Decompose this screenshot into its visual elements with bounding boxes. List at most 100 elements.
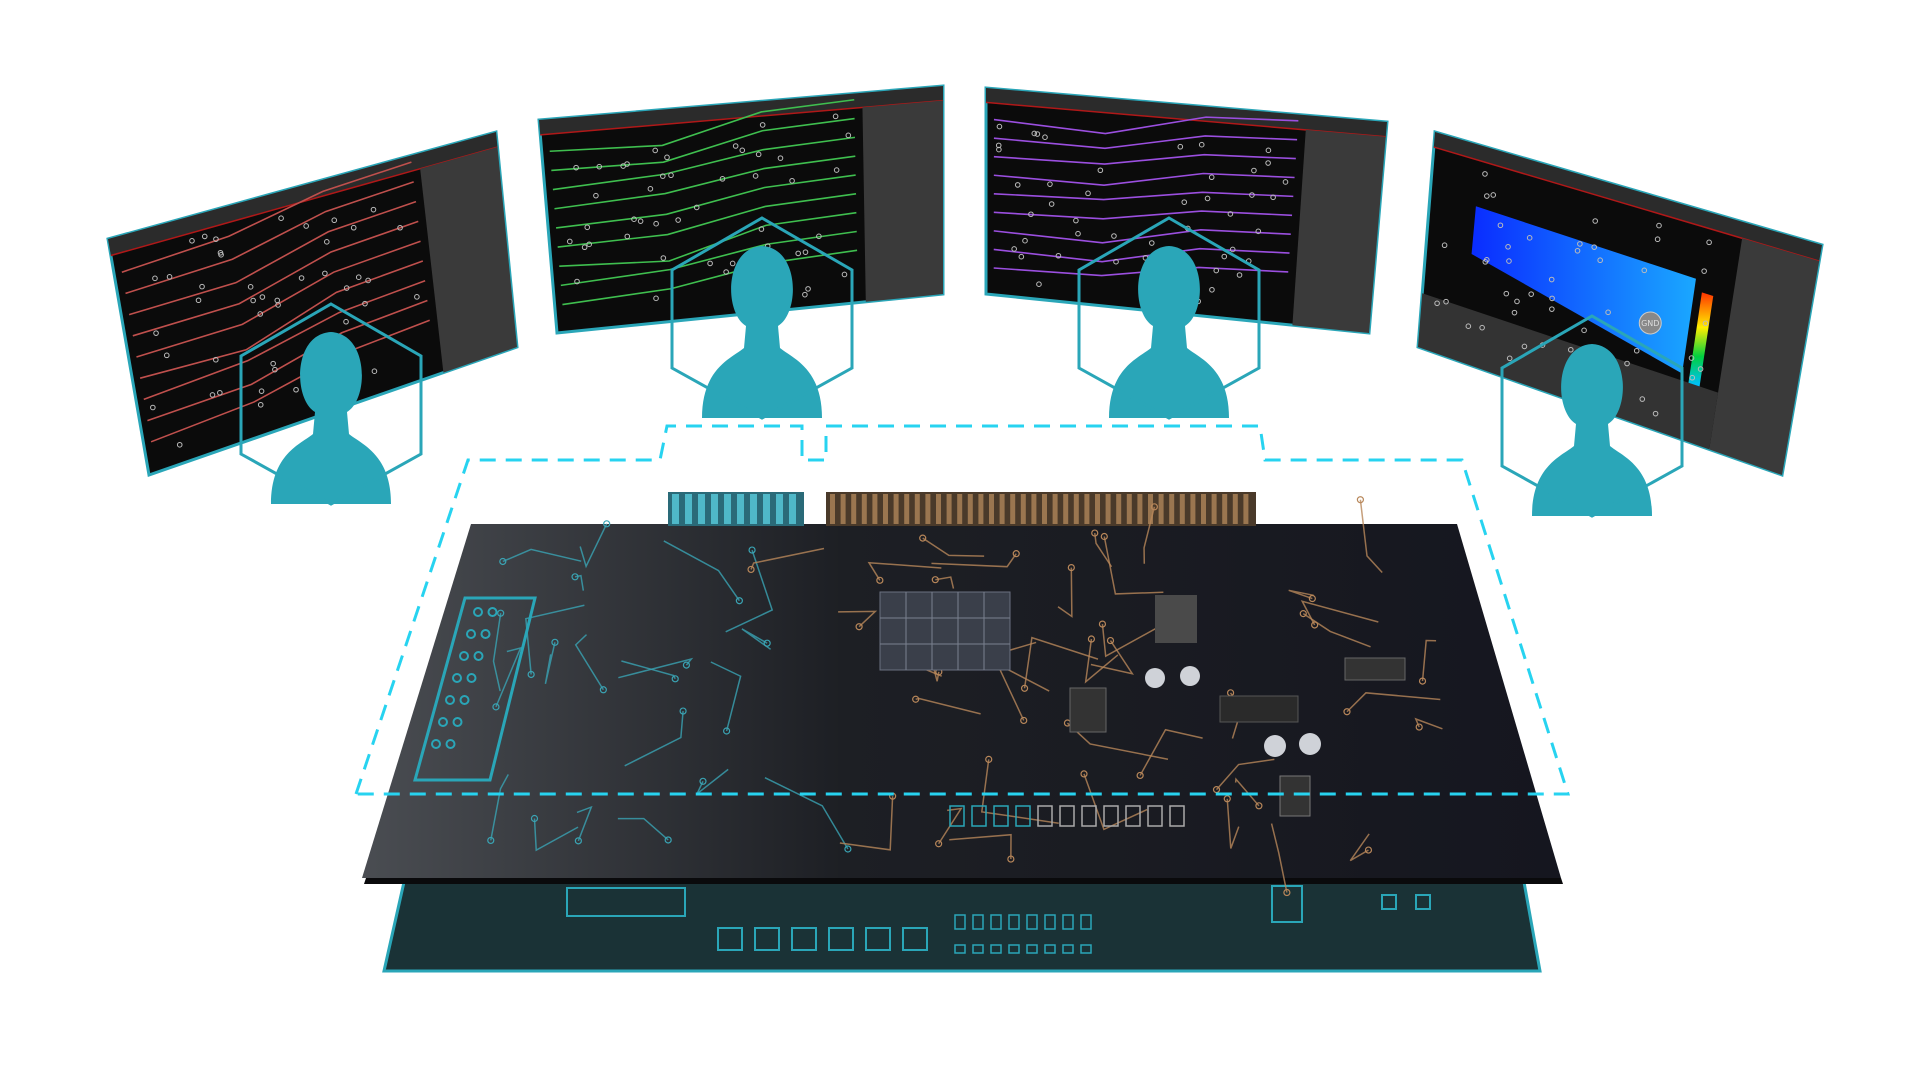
smd-pad	[949, 805, 965, 827]
screen-pad	[996, 123, 1003, 130]
connector-pin	[1222, 494, 1228, 524]
screen-pad	[795, 250, 801, 257]
screen-pad	[653, 220, 659, 227]
connector-pin	[851, 494, 857, 524]
screen-pad	[1236, 272, 1243, 278]
via	[748, 546, 756, 554]
via	[1020, 716, 1028, 725]
screen-trace	[993, 135, 1298, 150]
screen-trace	[552, 136, 856, 191]
pcb-bottom-layer	[382, 880, 1542, 973]
via	[723, 727, 731, 735]
screen-pad	[365, 277, 371, 284]
screen-pad	[631, 216, 637, 222]
board-trace	[1215, 758, 1275, 791]
board-trace	[576, 805, 593, 842]
screen-pad	[1177, 143, 1184, 150]
board-trace	[490, 774, 509, 841]
via	[664, 836, 672, 844]
via	[699, 777, 707, 785]
connector-pin	[1201, 494, 1206, 524]
via	[497, 609, 505, 617]
screen-pad	[841, 271, 848, 278]
via	[1308, 594, 1316, 603]
connector-pin	[936, 494, 941, 524]
screen-pad	[1113, 258, 1119, 265]
board-trace	[1101, 624, 1159, 658]
screen-pad	[566, 238, 573, 245]
header-pin	[473, 607, 483, 617]
screen-pad	[777, 155, 784, 161]
screen-pad	[324, 239, 330, 245]
screen-pad	[624, 161, 630, 167]
screen-trace	[125, 181, 414, 295]
via	[912, 695, 920, 703]
smd-pad	[1125, 805, 1141, 827]
board-trace	[980, 759, 1059, 824]
screen-pad	[217, 249, 224, 256]
bottom-pad	[990, 944, 1002, 954]
screen-pad	[272, 366, 278, 373]
connector-pin	[957, 494, 963, 524]
via	[1343, 708, 1351, 716]
screen-pad	[217, 389, 223, 396]
bottom-pad	[1080, 914, 1092, 930]
bottom-pad	[1062, 944, 1074, 954]
via	[492, 703, 500, 711]
screen-pad	[1514, 298, 1520, 305]
screen-pad	[805, 286, 811, 292]
screen-trace	[993, 210, 1293, 220]
via	[985, 755, 993, 763]
header-pin	[487, 607, 498, 617]
screen-pad	[1221, 253, 1228, 260]
screen-trace	[128, 200, 417, 316]
bga-chip	[879, 591, 1011, 671]
screen-pad	[1022, 237, 1028, 244]
screen-pad	[1497, 222, 1504, 229]
screen-pad	[1443, 298, 1449, 305]
screen-pad	[586, 241, 592, 248]
screen-pad	[1213, 267, 1220, 274]
connector-pin	[763, 494, 770, 524]
screen-trace	[993, 116, 1299, 135]
via	[1418, 677, 1427, 685]
header-pin	[480, 629, 491, 639]
bottom-pad	[1026, 914, 1038, 930]
screen-pad	[1085, 190, 1091, 197]
screen-pad	[1591, 244, 1598, 250]
screen-pad	[996, 146, 1002, 153]
toolbar	[986, 88, 1387, 137]
connector-pin	[904, 494, 910, 524]
connector-pin	[1105, 494, 1111, 524]
connector-pin	[1031, 494, 1037, 524]
screen-trace	[560, 230, 857, 287]
connector-pins	[672, 494, 1249, 524]
board-trace	[764, 776, 849, 850]
screen-pad	[1688, 355, 1695, 361]
gnd-plane-heatmap	[1471, 206, 1696, 374]
bottom-pad	[717, 927, 743, 951]
screen-pad	[1031, 130, 1038, 137]
toolbar-divider	[985, 101, 1386, 138]
screen-pad	[331, 217, 338, 224]
bottom-pad	[972, 914, 984, 930]
board-trace	[495, 646, 522, 708]
screen-pad	[1011, 246, 1017, 252]
header-pin	[459, 695, 470, 705]
hexagon-frame	[670, 216, 854, 420]
screen-pad	[322, 270, 328, 277]
screen-trace	[555, 174, 856, 229]
header-pin	[452, 717, 463, 727]
screen-pad	[166, 274, 173, 280]
screen-pad	[845, 132, 852, 139]
board-trace	[624, 710, 684, 767]
connector-pin	[698, 494, 705, 524]
bottom-pad	[754, 927, 780, 951]
bottom-pad	[1044, 914, 1056, 930]
via	[571, 573, 579, 581]
connector-pin	[672, 494, 679, 524]
via	[919, 534, 927, 542]
via	[1100, 532, 1108, 541]
screen-pad	[659, 173, 666, 179]
screen-pad	[1549, 306, 1555, 312]
